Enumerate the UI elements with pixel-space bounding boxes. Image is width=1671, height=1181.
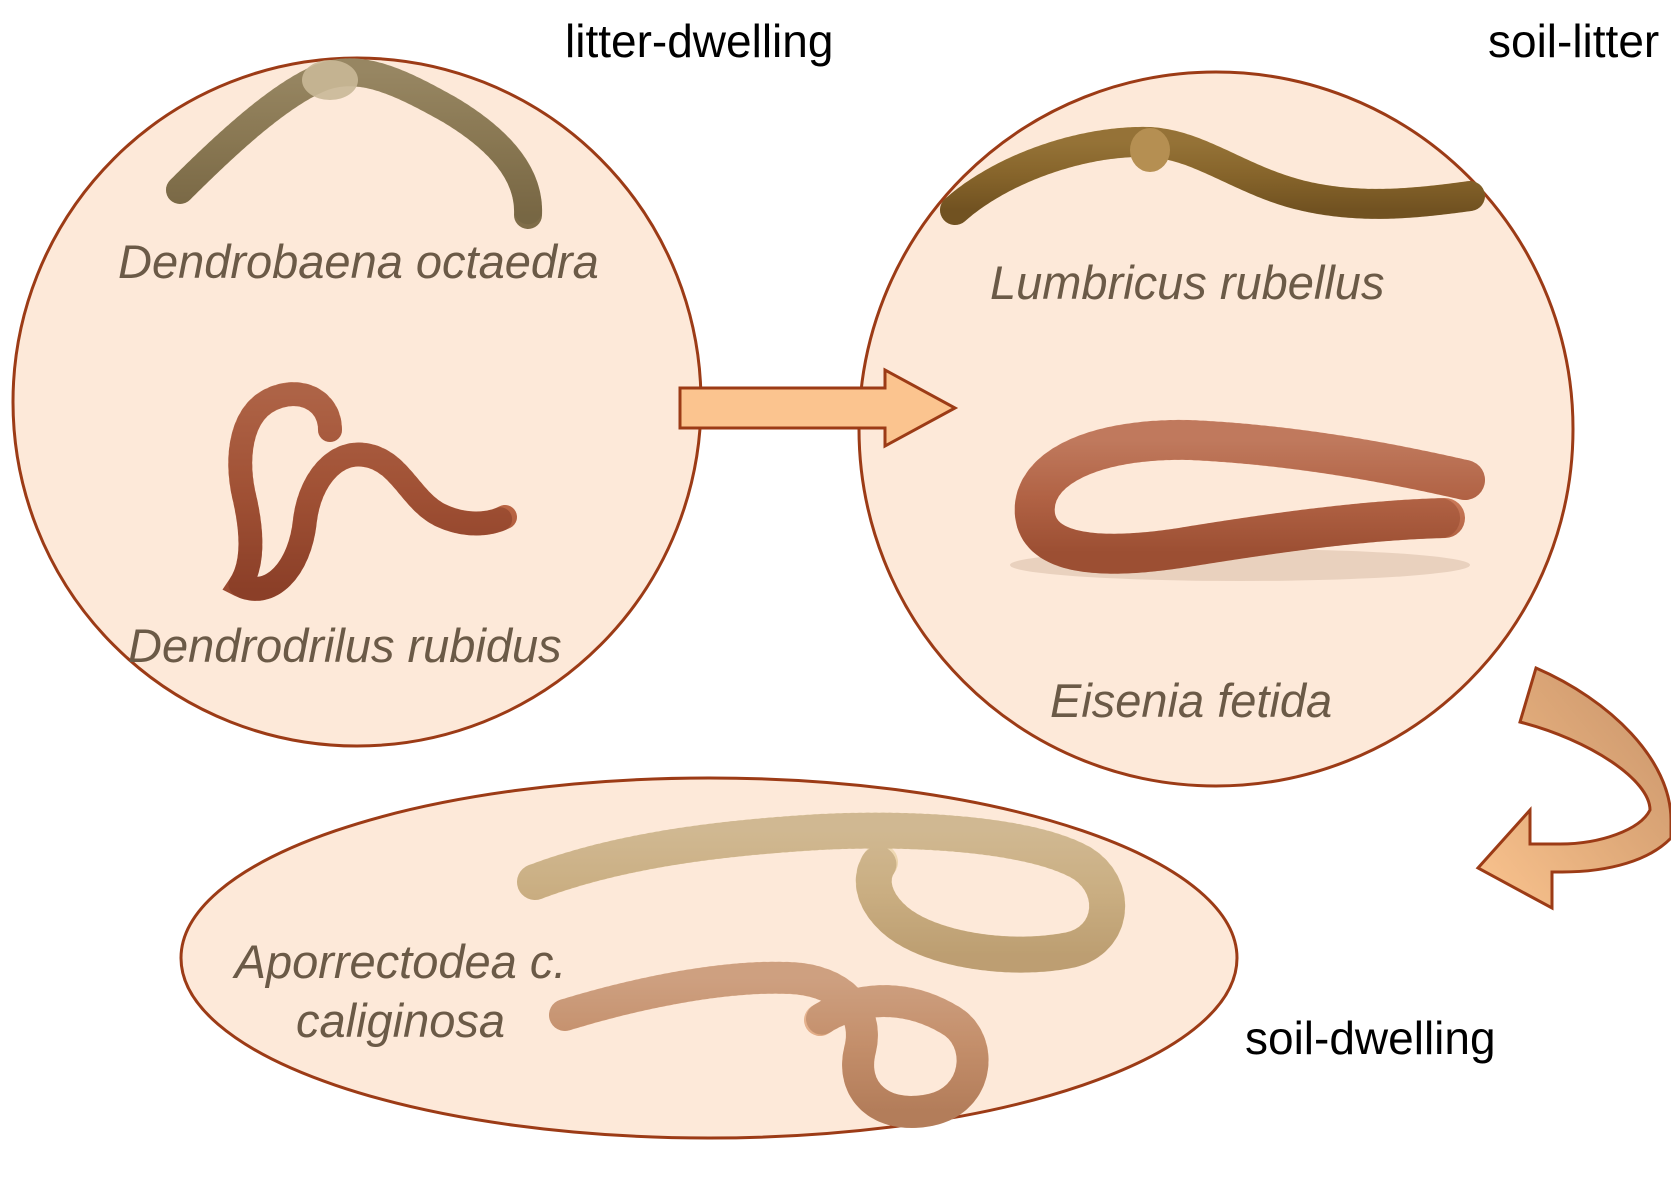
species-label-dendrobaena: Dendrobaena octaedra <box>118 233 599 292</box>
species-label-aporrectodea: Aporrectodea c. caliginosa <box>203 933 598 1051</box>
species-label-aporrectodea-line1: Aporrectodea c. <box>203 933 598 992</box>
species-label-dendrodrilus: Dendrodrilus rubidus <box>128 617 562 676</box>
habitat-label-soil-litter: soil-litter <box>1488 18 1659 64</box>
species-label-aporrectodea-line2: caliginosa <box>203 992 598 1051</box>
curved-down-left-arrow-icon <box>1478 668 1671 908</box>
habitat-label-litter: litter-dwelling <box>565 18 833 64</box>
species-label-eisenia: Eisenia fetida <box>1050 672 1332 731</box>
species-label-lumbricus: Lumbricus rubellus <box>990 254 1384 313</box>
habitat-label-soil: soil-dwelling <box>1245 1015 1496 1061</box>
